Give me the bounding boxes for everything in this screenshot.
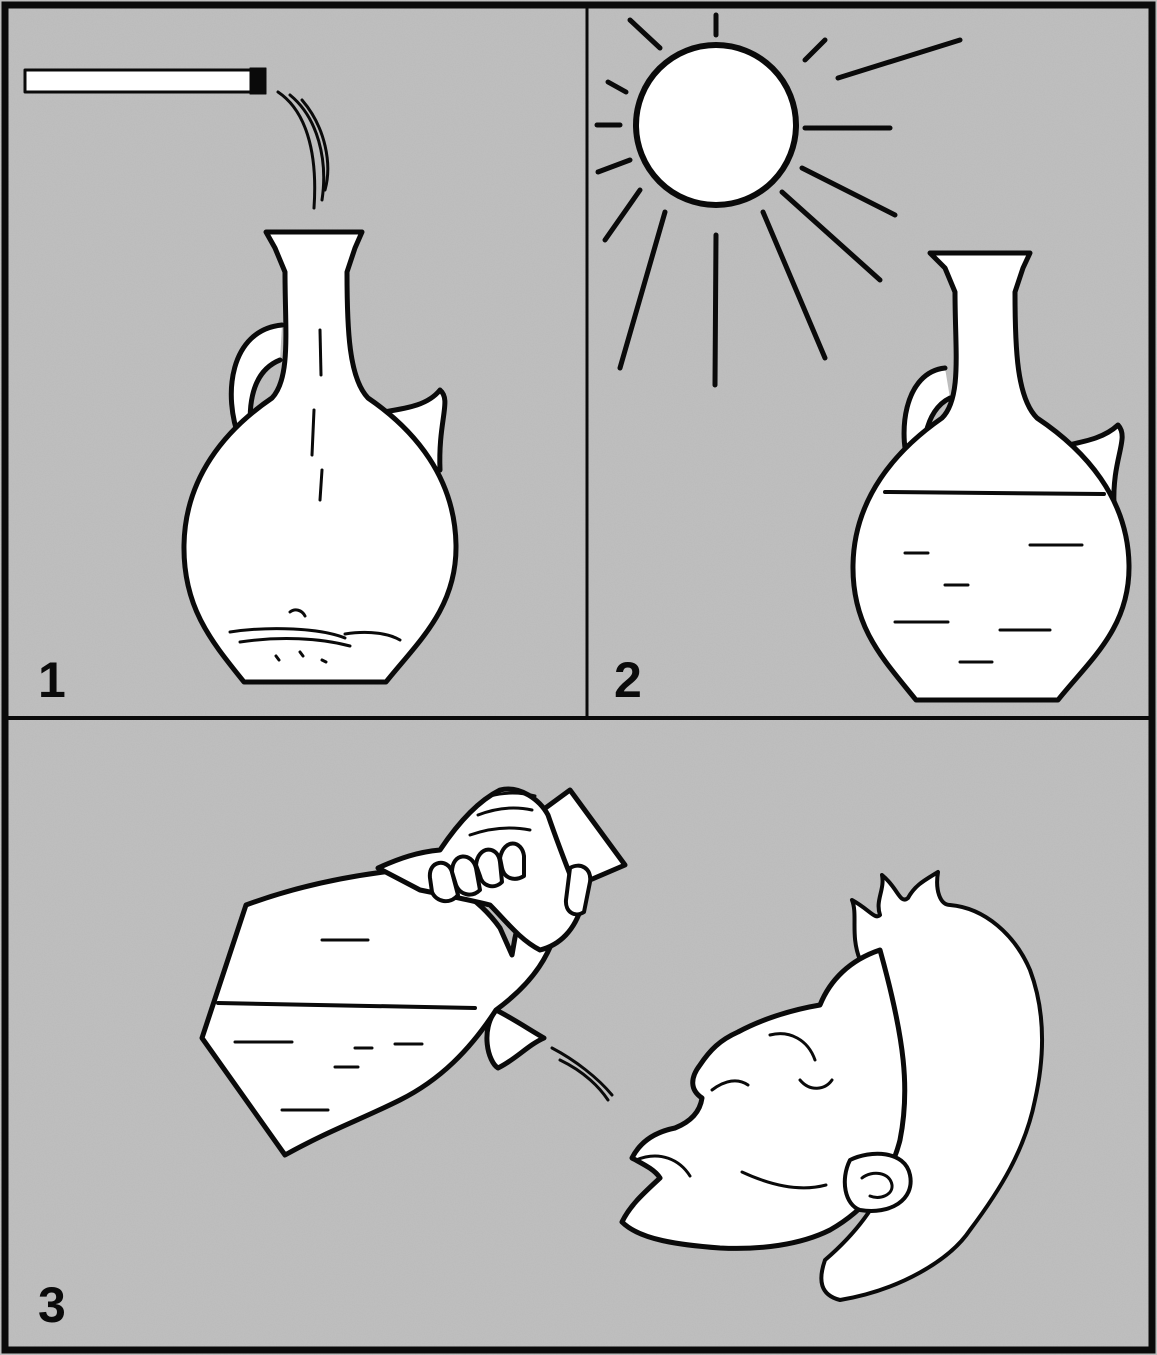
panel-2-number: 2 <box>614 655 642 705</box>
panel-1-number: 1 <box>38 655 66 705</box>
water-pipe <box>25 68 266 94</box>
person-ear <box>845 1154 911 1211</box>
sun-disc <box>636 45 796 205</box>
jug-2-water-level <box>885 492 1104 494</box>
panel-3-number: 3 <box>38 1280 66 1330</box>
